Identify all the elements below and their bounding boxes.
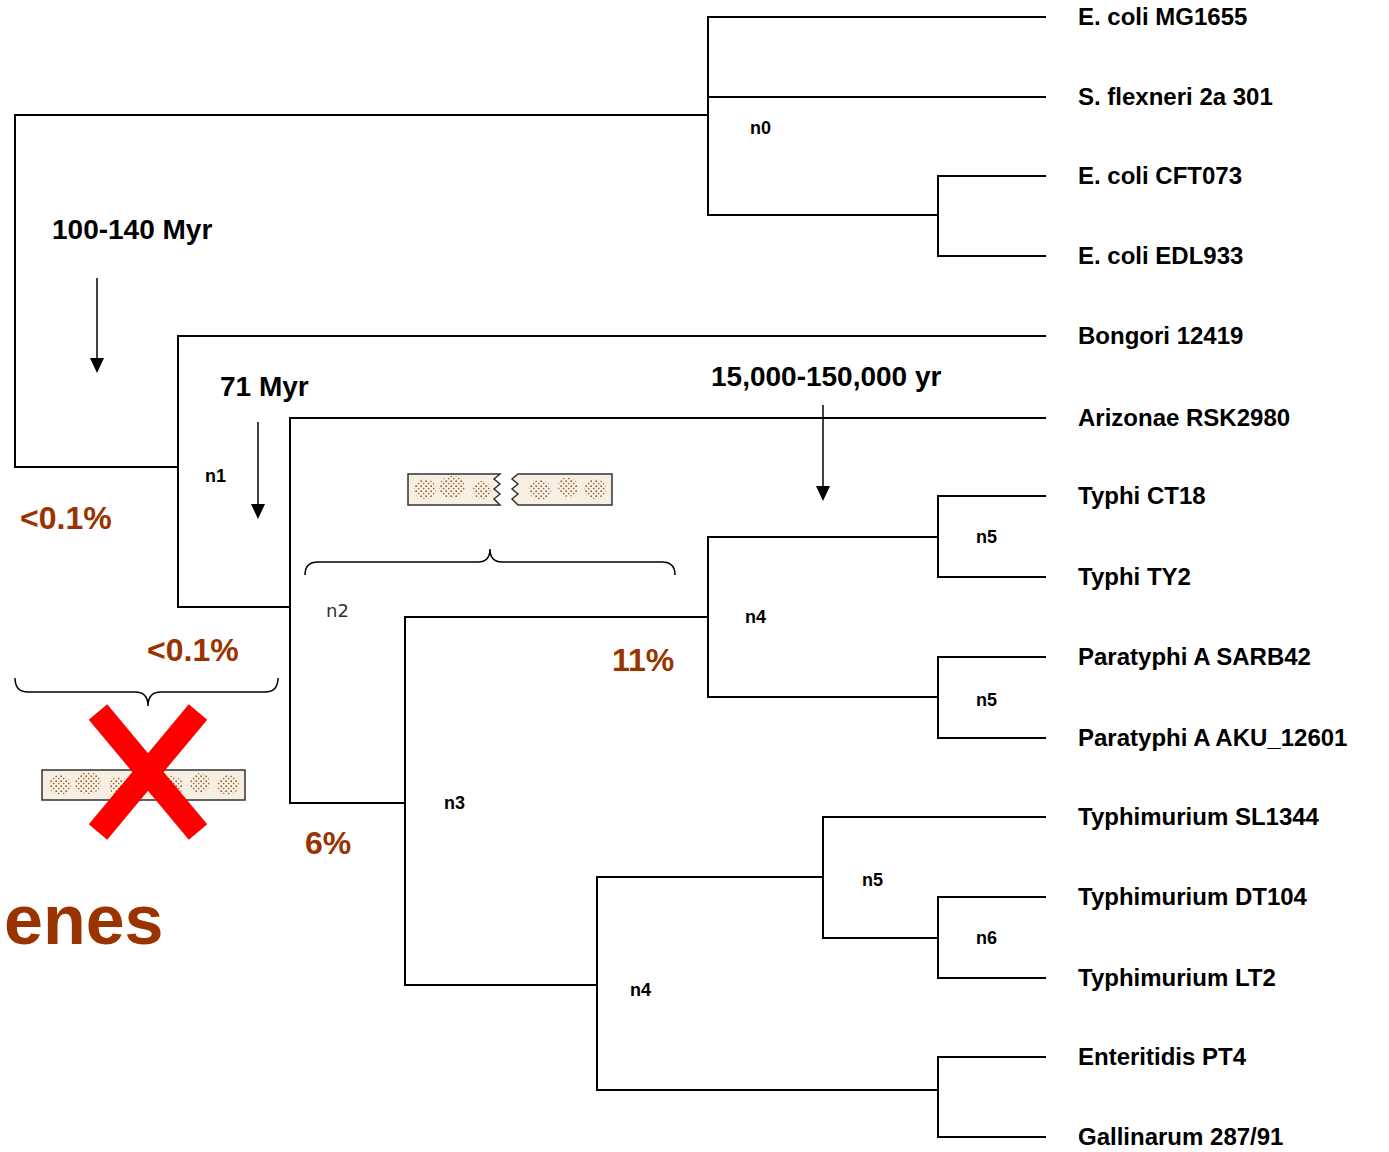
taxon-label: E. coli MG1655 (1078, 3, 1247, 31)
label-slot: Typhi TY2 (1078, 563, 1191, 591)
braces (15, 549, 675, 706)
label-slot: 100-140 Myr (52, 214, 212, 246)
label-slot: 6% (305, 825, 351, 862)
arrow-head (90, 358, 104, 373)
taxon-label: Arizonae RSK2980 (1078, 404, 1290, 432)
label-slot: Arizonae RSK2980 (1078, 404, 1290, 432)
label-slot: E. coli EDL933 (1078, 242, 1243, 270)
taxon-label: S. flexneri 2a 301 (1078, 83, 1273, 111)
gene-cluster (217, 775, 239, 795)
gene-cluster (49, 775, 71, 795)
time-label: 15,000-150,000 yr (711, 361, 941, 393)
percentage-label: 6% (305, 825, 351, 862)
label-slot: n4 (630, 980, 651, 1001)
brace (305, 549, 675, 575)
cross-mark (98, 712, 198, 832)
arrow-shaft (257, 422, 259, 506)
label-slot: n2 (326, 601, 349, 622)
time-arrows (90, 278, 830, 519)
node-label: n5 (862, 870, 883, 891)
taxon-label: Paratyphi A AKU_12601 (1078, 724, 1347, 752)
gene-cluster (584, 479, 606, 499)
taxon-label: Paratyphi A SARB42 (1078, 643, 1311, 671)
arrow-shaft (822, 405, 824, 488)
arrow-head (251, 504, 265, 519)
label-slot: n5 (976, 527, 997, 548)
label-slot: S. flexneri 2a 301 (1078, 83, 1273, 111)
label-slot: 71 Myr (220, 371, 309, 403)
gene-cluster (473, 481, 491, 499)
label-slot: n4 (745, 607, 766, 628)
label-slot: Typhimurium SL1344 (1078, 803, 1319, 831)
label-slot: <0.1% (20, 500, 112, 537)
node-label: n5 (976, 527, 997, 548)
taxon-label: Typhi CT18 (1078, 482, 1206, 510)
gene-cluster (529, 480, 551, 500)
label-slot: E. coli MG1655 (1078, 3, 1247, 31)
crossed-chromosome (42, 712, 245, 832)
label-slot: n3 (444, 793, 465, 814)
label-slot: enes (4, 880, 164, 961)
label-slot: Enteritidis PT4 (1078, 1043, 1246, 1071)
label-slot: Bongori 12419 (1078, 322, 1243, 350)
gene-cluster (558, 477, 578, 497)
node-label: n4 (630, 980, 651, 1001)
node-label: n1 (205, 466, 226, 487)
label-slot: 15,000-150,000 yr (711, 361, 941, 393)
node-label: n3 (444, 793, 465, 814)
taxon-label: E. coli CFT073 (1078, 162, 1242, 190)
heading-fragment: enes (4, 880, 164, 961)
label-slot: Gallinarum 287/91 (1078, 1123, 1283, 1151)
time-label: 71 Myr (220, 371, 309, 403)
node-label: n5 (976, 690, 997, 711)
taxon-label: Bongori 12419 (1078, 322, 1243, 350)
taxon-label: Enteritidis PT4 (1078, 1043, 1246, 1071)
gene-cluster (190, 773, 210, 793)
arrow-head (816, 486, 830, 501)
percentage-label: <0.1% (147, 632, 239, 669)
arrow-shaft (96, 278, 98, 360)
time-label: 100-140 Myr (52, 214, 212, 246)
label-slot: 11% (612, 642, 674, 679)
chromosome-piece (512, 474, 612, 505)
label-slot: Paratyphi A AKU_12601 (1078, 724, 1347, 752)
chromosome-piece (408, 474, 500, 505)
taxon-label: E. coli EDL933 (1078, 242, 1243, 270)
gene-cluster (439, 476, 465, 498)
gene-cluster (414, 479, 436, 499)
label-slot: Paratyphi A SARB42 (1078, 643, 1311, 671)
brace (15, 678, 278, 706)
label-slot: Typhi CT18 (1078, 482, 1206, 510)
label-slot: n1 (205, 466, 226, 487)
taxon-label: Typhimurium DT104 (1078, 883, 1307, 911)
node-label: n6 (976, 928, 997, 949)
node-label: n0 (750, 118, 771, 139)
taxon-label: Typhimurium SL1344 (1078, 803, 1319, 831)
label-slot: n5 (862, 870, 883, 891)
taxon-label: Typhi TY2 (1078, 563, 1191, 591)
broken-chromosome (408, 474, 612, 505)
label-slot: n6 (976, 928, 997, 949)
taxon-label: Typhimurium LT2 (1078, 964, 1276, 992)
percentage-label: 11% (612, 642, 674, 679)
taxon-label: Gallinarum 287/91 (1078, 1123, 1283, 1151)
percentage-label: <0.1% (20, 500, 112, 537)
label-slot: Typhimurium LT2 (1078, 964, 1276, 992)
label-slot: Typhimurium DT104 (1078, 883, 1307, 911)
label-slot: n5 (976, 690, 997, 711)
node-label: n2 (326, 601, 349, 622)
gene-cluster (75, 772, 101, 794)
label-slot: n0 (750, 118, 771, 139)
node-label: n4 (745, 607, 766, 628)
label-slot: E. coli CFT073 (1078, 162, 1242, 190)
tree-branches (15, 17, 1045, 1137)
label-slot: <0.1% (147, 632, 239, 669)
